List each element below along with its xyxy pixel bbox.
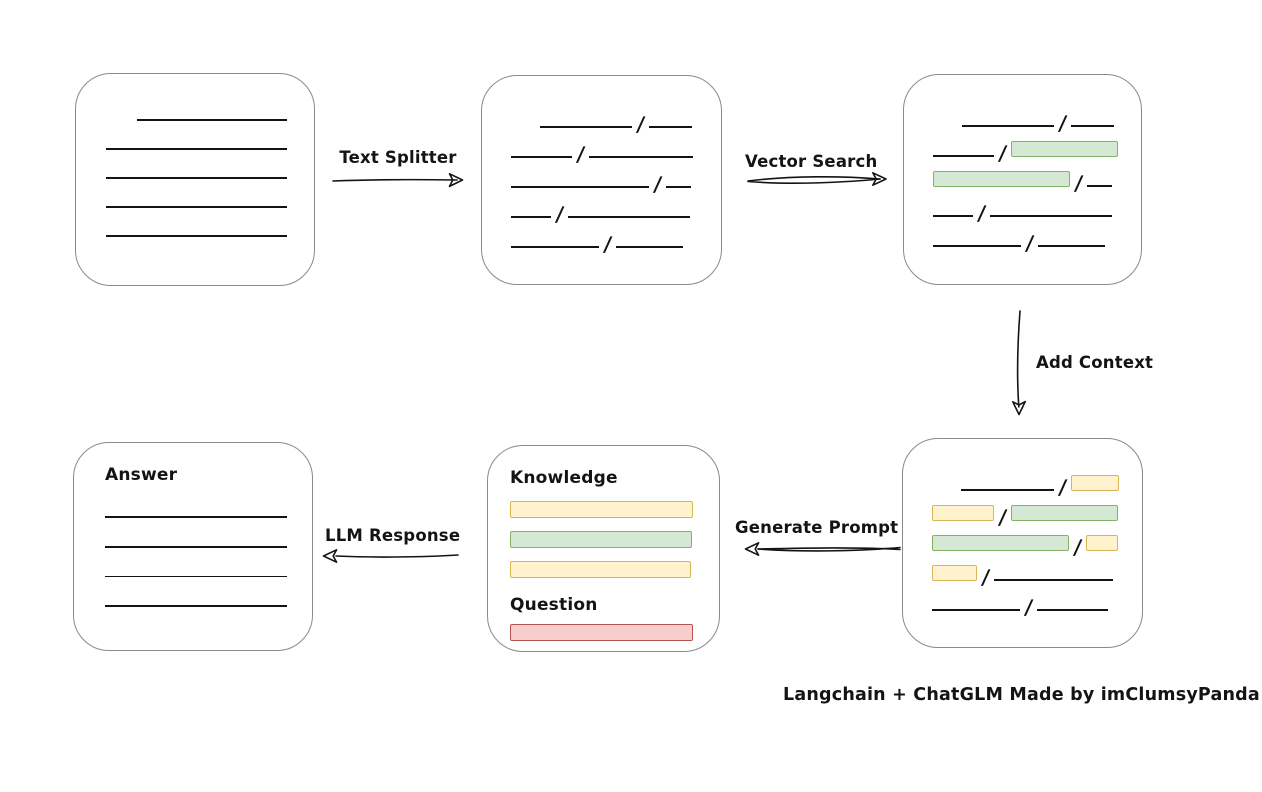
vector-search-arrow: [747, 172, 887, 186]
llm-response-label: LLM Response: [325, 526, 461, 545]
chunk-line: [649, 126, 693, 128]
text-line: [105, 605, 287, 608]
chunk-line: [511, 186, 649, 188]
chunk-line: [933, 155, 994, 157]
knowledge-title: Knowledge: [510, 468, 618, 488]
highlight-bar-yellow: [1071, 475, 1120, 491]
chunk-line: [511, 156, 572, 158]
chunk-line: [962, 125, 1054, 127]
chunk-line: [511, 216, 551, 218]
text-line: [137, 119, 287, 121]
split-chunks-box: /////: [481, 75, 722, 285]
highlight-bar-green: [1011, 505, 1119, 521]
chunk-row: /: [932, 521, 1142, 559]
chunk-row: /: [933, 97, 1141, 135]
chunk-row: /: [932, 491, 1142, 529]
slash-separator: /: [602, 232, 614, 256]
chunk-row: /: [933, 157, 1141, 195]
highlight-bar-yellow: [1086, 535, 1119, 551]
chunk-line: [568, 216, 691, 218]
answer-box: Answer: [73, 442, 313, 651]
searched-chunk-rows: /////: [904, 75, 1141, 255]
chunk-line: [540, 126, 632, 128]
yellow-bar: [510, 501, 693, 518]
chunk-line: [616, 246, 684, 248]
chunk-line: [990, 215, 1113, 217]
add-context-label: Add Context: [1036, 353, 1154, 372]
text-line: [106, 147, 287, 150]
slash-separator: /: [1023, 595, 1035, 619]
vector-search-label: Vector Search: [745, 152, 878, 171]
prompt-box: Knowledge Question: [487, 445, 720, 652]
chunk-line: [1038, 245, 1106, 247]
chunk-line: [1087, 185, 1113, 187]
highlight-bar-green: [932, 535, 1069, 551]
answer-lines: [105, 485, 312, 608]
chunk-row: /: [511, 98, 721, 136]
credit-text: Langchain + ChatGLM Made by imClumsyPand…: [783, 685, 1260, 705]
text-line: [105, 575, 287, 578]
highlight-bar-yellow: [932, 565, 977, 581]
text-line: [105, 545, 287, 548]
text-line: [106, 234, 287, 237]
context-chunks-box: /////: [902, 438, 1143, 648]
source-document-box: [75, 73, 315, 286]
chunk-line: [994, 579, 1114, 581]
question-bars: [510, 624, 719, 641]
highlight-bar-green: [1011, 141, 1119, 157]
chunk-row: /: [511, 158, 721, 196]
text-splitter-label: Text Splitter: [339, 148, 457, 167]
chunk-line: [933, 215, 973, 217]
chunk-line: [1037, 609, 1109, 611]
chunk-line: [589, 156, 694, 158]
highlight-bar-green: [933, 171, 1070, 187]
prompt-content: Knowledge Question: [488, 446, 719, 641]
text-splitter-arrow: [332, 173, 464, 188]
red-bar: [510, 624, 693, 641]
chunk-row: /: [932, 461, 1142, 499]
green-bar: [510, 531, 692, 548]
chunk-line: [932, 609, 1020, 611]
generate-prompt-label: Generate Prompt: [735, 518, 899, 537]
generate-prompt-arrow: [744, 542, 901, 556]
split-chunk-rows: /////: [482, 76, 721, 256]
chunk-line: [961, 489, 1054, 491]
chunk-row: /: [932, 581, 1142, 619]
answer-title: Answer: [105, 465, 178, 485]
highlight-bar-yellow: [932, 505, 994, 521]
yellow-bar: [510, 561, 691, 578]
text-line: [106, 176, 287, 179]
llm-response-arrow: [322, 549, 459, 563]
chunk-row: /: [511, 218, 721, 256]
chunk-line: [666, 186, 692, 188]
chunk-line: [1071, 125, 1115, 127]
text-line: [105, 516, 287, 518]
chunk-line: [511, 246, 599, 248]
chunk-row: /: [933, 187, 1141, 225]
chunk-row: /: [511, 188, 721, 226]
searched-chunks-box: /////: [903, 74, 1142, 285]
chunk-row: /: [932, 551, 1142, 589]
slash-separator: /: [1024, 231, 1036, 255]
chunk-row: /: [511, 128, 721, 166]
text-line: [106, 205, 287, 208]
question-title: Question: [510, 595, 598, 615]
chunk-line: [933, 245, 1021, 247]
context-chunk-rows: /////: [903, 439, 1142, 619]
add-context-arrow: [1012, 310, 1026, 416]
chunk-row: /: [933, 217, 1141, 255]
answer-content: Answer: [74, 443, 312, 608]
document-lines: [76, 74, 314, 237]
chunk-row: /: [933, 127, 1141, 165]
knowledge-bars: [510, 501, 719, 578]
